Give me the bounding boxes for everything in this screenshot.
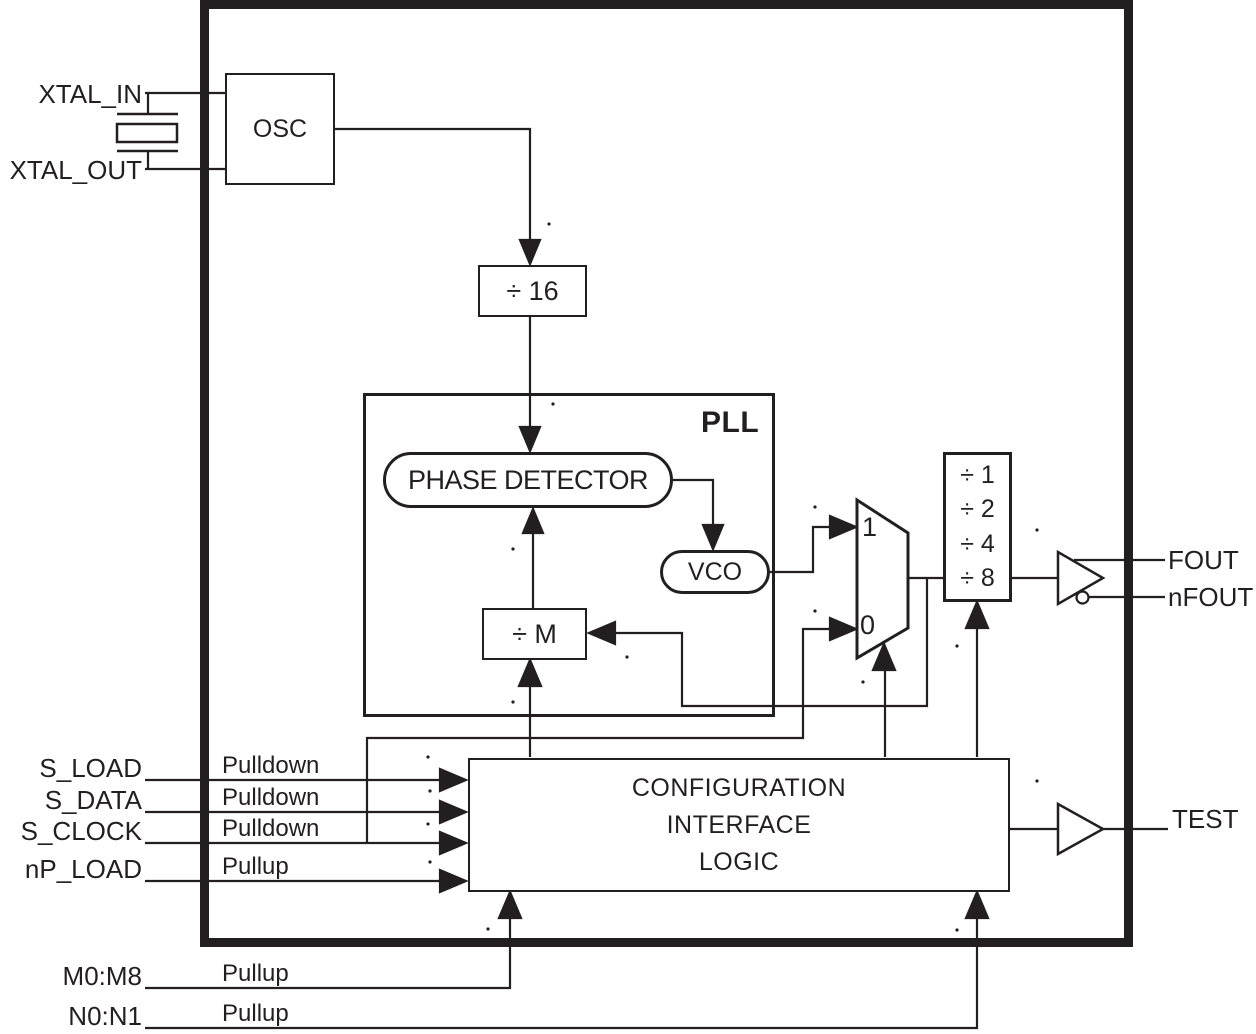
pin-label-fout: FOUT xyxy=(1168,545,1239,575)
pin-label-np-load: nP_LOAD xyxy=(24,854,142,884)
config-logic-block: CONFIGURATION INTERFACE LOGIC xyxy=(468,758,1010,892)
output-divider-block: ÷ 1 ÷ 2 ÷ 4 ÷ 8 xyxy=(943,452,1012,602)
wire-pd-to-vco xyxy=(673,478,715,527)
arrowhead-mux-select xyxy=(871,641,897,672)
arrowhead-div16-input xyxy=(518,238,542,267)
inverter-bubble-icon xyxy=(1075,590,1090,605)
wire-sclock-to-mux0 xyxy=(365,627,833,843)
arrowhead-s-clock xyxy=(438,830,469,856)
divider-row-1: ÷ 1 xyxy=(960,460,995,489)
arrowhead-np-load xyxy=(438,868,469,894)
vco-block: VCO xyxy=(660,550,770,594)
pin-label-s-data: S_DATA xyxy=(44,785,142,815)
pull-label-s-load: Pulldown xyxy=(222,752,320,779)
chip-outline xyxy=(200,0,1133,947)
pin-label-m-bus: M0:M8 xyxy=(62,961,142,991)
arrowhead-mux0-input xyxy=(828,616,859,642)
arrowhead-s-data xyxy=(438,799,469,825)
pull-label-s-clock: Pulldown xyxy=(222,815,320,842)
pull-label-np-load: Pullup xyxy=(222,853,289,880)
osc-label: OSC xyxy=(252,114,308,143)
phase-detector-block: PHASE DETECTOR xyxy=(383,452,673,508)
arrowhead-vco-input xyxy=(701,523,725,552)
pull-label-m-bus: Pullup xyxy=(222,960,289,987)
divider-row-8: ÷ 8 xyxy=(960,564,995,593)
divm-label: ÷ M xyxy=(512,618,557,649)
config-label-line3: LOGIC xyxy=(698,847,780,876)
pin-label-xtal-in: XTAL_IN xyxy=(38,79,142,109)
mux-input-0-label: 0 xyxy=(860,610,876,640)
crystal-icon xyxy=(115,91,225,171)
divider-row-2: ÷ 2 xyxy=(960,495,995,524)
pin-label-xtal-out: XTAL_OUT xyxy=(9,155,142,185)
pull-label-n-bus: Pullup xyxy=(222,1000,289,1027)
pin-label-nfout: nFOUT xyxy=(1168,582,1254,612)
pll-label: PLL xyxy=(701,406,760,439)
pin-label-s-clock: S_CLOCK xyxy=(20,816,142,846)
pll-box xyxy=(363,393,775,717)
mux-shape xyxy=(855,497,910,661)
wire-feedback-to-divm xyxy=(613,578,929,708)
mux-input-1-label: 1 xyxy=(862,512,878,542)
phase-detector-label: PHASE DETECTOR xyxy=(407,464,649,495)
arrowhead-n-bus xyxy=(964,889,990,920)
arrowhead-mux1-input xyxy=(828,514,859,540)
scan-noise-dots xyxy=(426,222,1039,932)
arrowhead-s-load xyxy=(438,767,469,793)
pin-label-n-bus: N0:N1 xyxy=(68,1001,142,1031)
arrowhead-pd-top-input xyxy=(518,425,542,454)
arrowhead-divm-bottom-input xyxy=(517,657,543,688)
pin-label-test: TEST xyxy=(1172,804,1239,834)
div16-label: ÷ 16 xyxy=(506,275,559,306)
arrowhead-m-bus xyxy=(497,889,523,920)
wires-and-arrows xyxy=(145,127,1168,1030)
pull-label-s-data: Pulldown xyxy=(222,784,320,811)
config-label-line2: INTERFACE xyxy=(666,810,812,839)
test-buffer-icon xyxy=(1056,801,1106,857)
div16-block: ÷ 16 xyxy=(478,265,587,317)
arrowhead-pd-bottom-input xyxy=(521,506,545,535)
wire-vco-to-mux1 xyxy=(770,525,833,574)
arrowhead-divm-feedback-input xyxy=(586,620,617,646)
divider-row-4: ÷ 4 xyxy=(960,529,995,558)
wire-n-bus xyxy=(145,916,979,1030)
vco-label: VCO xyxy=(687,557,743,586)
wire-m-bus xyxy=(145,916,512,990)
config-label-line1: CONFIGURATION xyxy=(631,773,847,802)
pin-label-s-load: S_LOAD xyxy=(39,753,142,783)
arrowhead-divider-select xyxy=(964,599,990,630)
osc-block: OSC xyxy=(225,73,335,185)
divm-block: ÷ M xyxy=(482,608,587,660)
wire-osc-to-div16 xyxy=(335,127,532,242)
